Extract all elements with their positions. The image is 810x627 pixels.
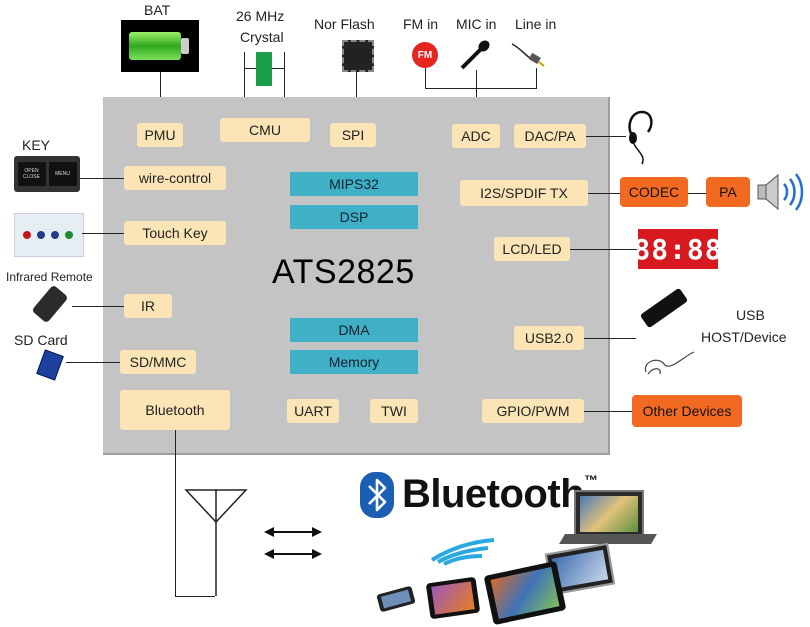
- line-in-line: [536, 68, 537, 88]
- crystal-pin-right: [272, 68, 284, 69]
- ir-block: IR: [124, 294, 172, 318]
- usb-label-line2: HOST/Device: [701, 329, 787, 345]
- crystal-line-left: [244, 52, 245, 118]
- twi-block: TWI: [370, 399, 418, 423]
- crystal-label-line2: Crystal: [240, 29, 284, 45]
- headphone-icon: [628, 110, 653, 165]
- line-in-label: Line in: [515, 16, 557, 32]
- crystal-pin-left: [244, 68, 256, 69]
- microphone-icon: [460, 40, 490, 70]
- mic-in-label: MIC in: [456, 16, 497, 32]
- bluetooth-wordmark-text: Bluetooth: [402, 472, 585, 516]
- crystal-line-right: [284, 52, 285, 118]
- sd-line: [66, 362, 120, 363]
- fm-in-label: FM in: [403, 16, 438, 32]
- phone-icon: [376, 585, 416, 613]
- sd-card-icon: [36, 349, 64, 381]
- audio-input-bus: [425, 88, 537, 89]
- dac-line: [586, 136, 626, 137]
- pa-block: PA: [706, 177, 750, 207]
- bluetooth-block: Bluetooth: [120, 390, 230, 430]
- lcd-line: [570, 249, 638, 250]
- mips32-block: MIPS32: [290, 172, 418, 196]
- lcd-led-block: LCD/LED: [494, 237, 570, 261]
- dsp-block: DSP: [290, 205, 418, 229]
- sd-card-label: SD Card: [14, 332, 68, 348]
- memory-block: Memory: [290, 350, 418, 374]
- other-devices-block: Other Devices: [632, 395, 742, 427]
- speaker-icon: [757, 173, 804, 211]
- bluetooth-tm: ™: [584, 472, 598, 488]
- cmu-block: CMU: [220, 118, 310, 142]
- i2s-line: [588, 193, 620, 194]
- key-line: [80, 178, 124, 179]
- sd-mmc-block: SD/MMC: [120, 350, 196, 374]
- fm-badge-text: FM: [417, 49, 433, 61]
- fm-icon: FM: [412, 42, 438, 68]
- pmu-block: PMU: [137, 123, 183, 147]
- usb-cable-icon: [644, 351, 695, 375]
- usb-stick-icon: [639, 287, 689, 329]
- bluetooth-feed-line: [175, 430, 176, 596]
- antenna-icon: [184, 489, 248, 596]
- led-display: 88:88: [633, 229, 722, 269]
- touch-key-line: [82, 233, 124, 234]
- wireless-waves-icon: [430, 538, 495, 566]
- open-close-key: OPEN CLOSE: [17, 162, 46, 186]
- bluetooth-logo-icon: [360, 472, 394, 518]
- antenna-ground-line: [175, 596, 215, 597]
- usb2-block: USB2.0: [514, 326, 584, 350]
- touch-key-block: Touch Key: [124, 221, 226, 245]
- dma-block: DMA: [290, 318, 418, 342]
- dac-pa-block: DAC/PA: [514, 124, 586, 148]
- infrared-remote-label: Infrared Remote: [6, 270, 93, 284]
- tablet-small-icon: [425, 576, 481, 620]
- laptop-base: [559, 534, 657, 544]
- usb-label-line1: USB: [736, 307, 765, 323]
- bluetooth-wordmark: Bluetooth™: [402, 472, 598, 517]
- key-panel: OPEN CLOSE MENU: [14, 156, 80, 192]
- adc-block: ADC: [452, 124, 500, 148]
- fm-line: [425, 68, 426, 88]
- menu-key: MENU: [48, 162, 77, 186]
- usb-line: [584, 338, 636, 339]
- crystal-label-line1: 26 MHz: [236, 8, 285, 24]
- tablet-large-icon: [483, 560, 567, 626]
- bidirectional-arrows-icon: [264, 527, 322, 559]
- ir-line: [72, 306, 124, 307]
- bat-label: BAT: [144, 2, 171, 18]
- audio-plug-icon: [511, 43, 545, 67]
- chip-name: ATS2825: [272, 253, 415, 291]
- wire-control-block: wire-control: [124, 166, 226, 190]
- remote-icon: [31, 284, 69, 324]
- i2s-spdif-block: I2S/SPDIF TX: [460, 180, 588, 206]
- battery-icon: [121, 20, 199, 72]
- gpio-line: [584, 411, 632, 412]
- codec-block: CODEC: [620, 177, 688, 207]
- gpio-pwm-block: GPIO/PWM: [482, 399, 584, 423]
- crystal-icon: [256, 52, 272, 86]
- flash-chip-icon: [342, 40, 374, 72]
- flash-line: [356, 70, 357, 122]
- nor-flash-label: Nor Flash: [314, 16, 375, 32]
- laptop-icon: [574, 490, 644, 538]
- touch-key-icon: [14, 213, 84, 257]
- led-digits: 88:88: [633, 232, 723, 266]
- spi-block: SPI: [330, 123, 376, 147]
- key-label: KEY: [22, 137, 51, 153]
- codec-pa-line: [688, 193, 706, 194]
- uart-block: UART: [287, 399, 339, 423]
